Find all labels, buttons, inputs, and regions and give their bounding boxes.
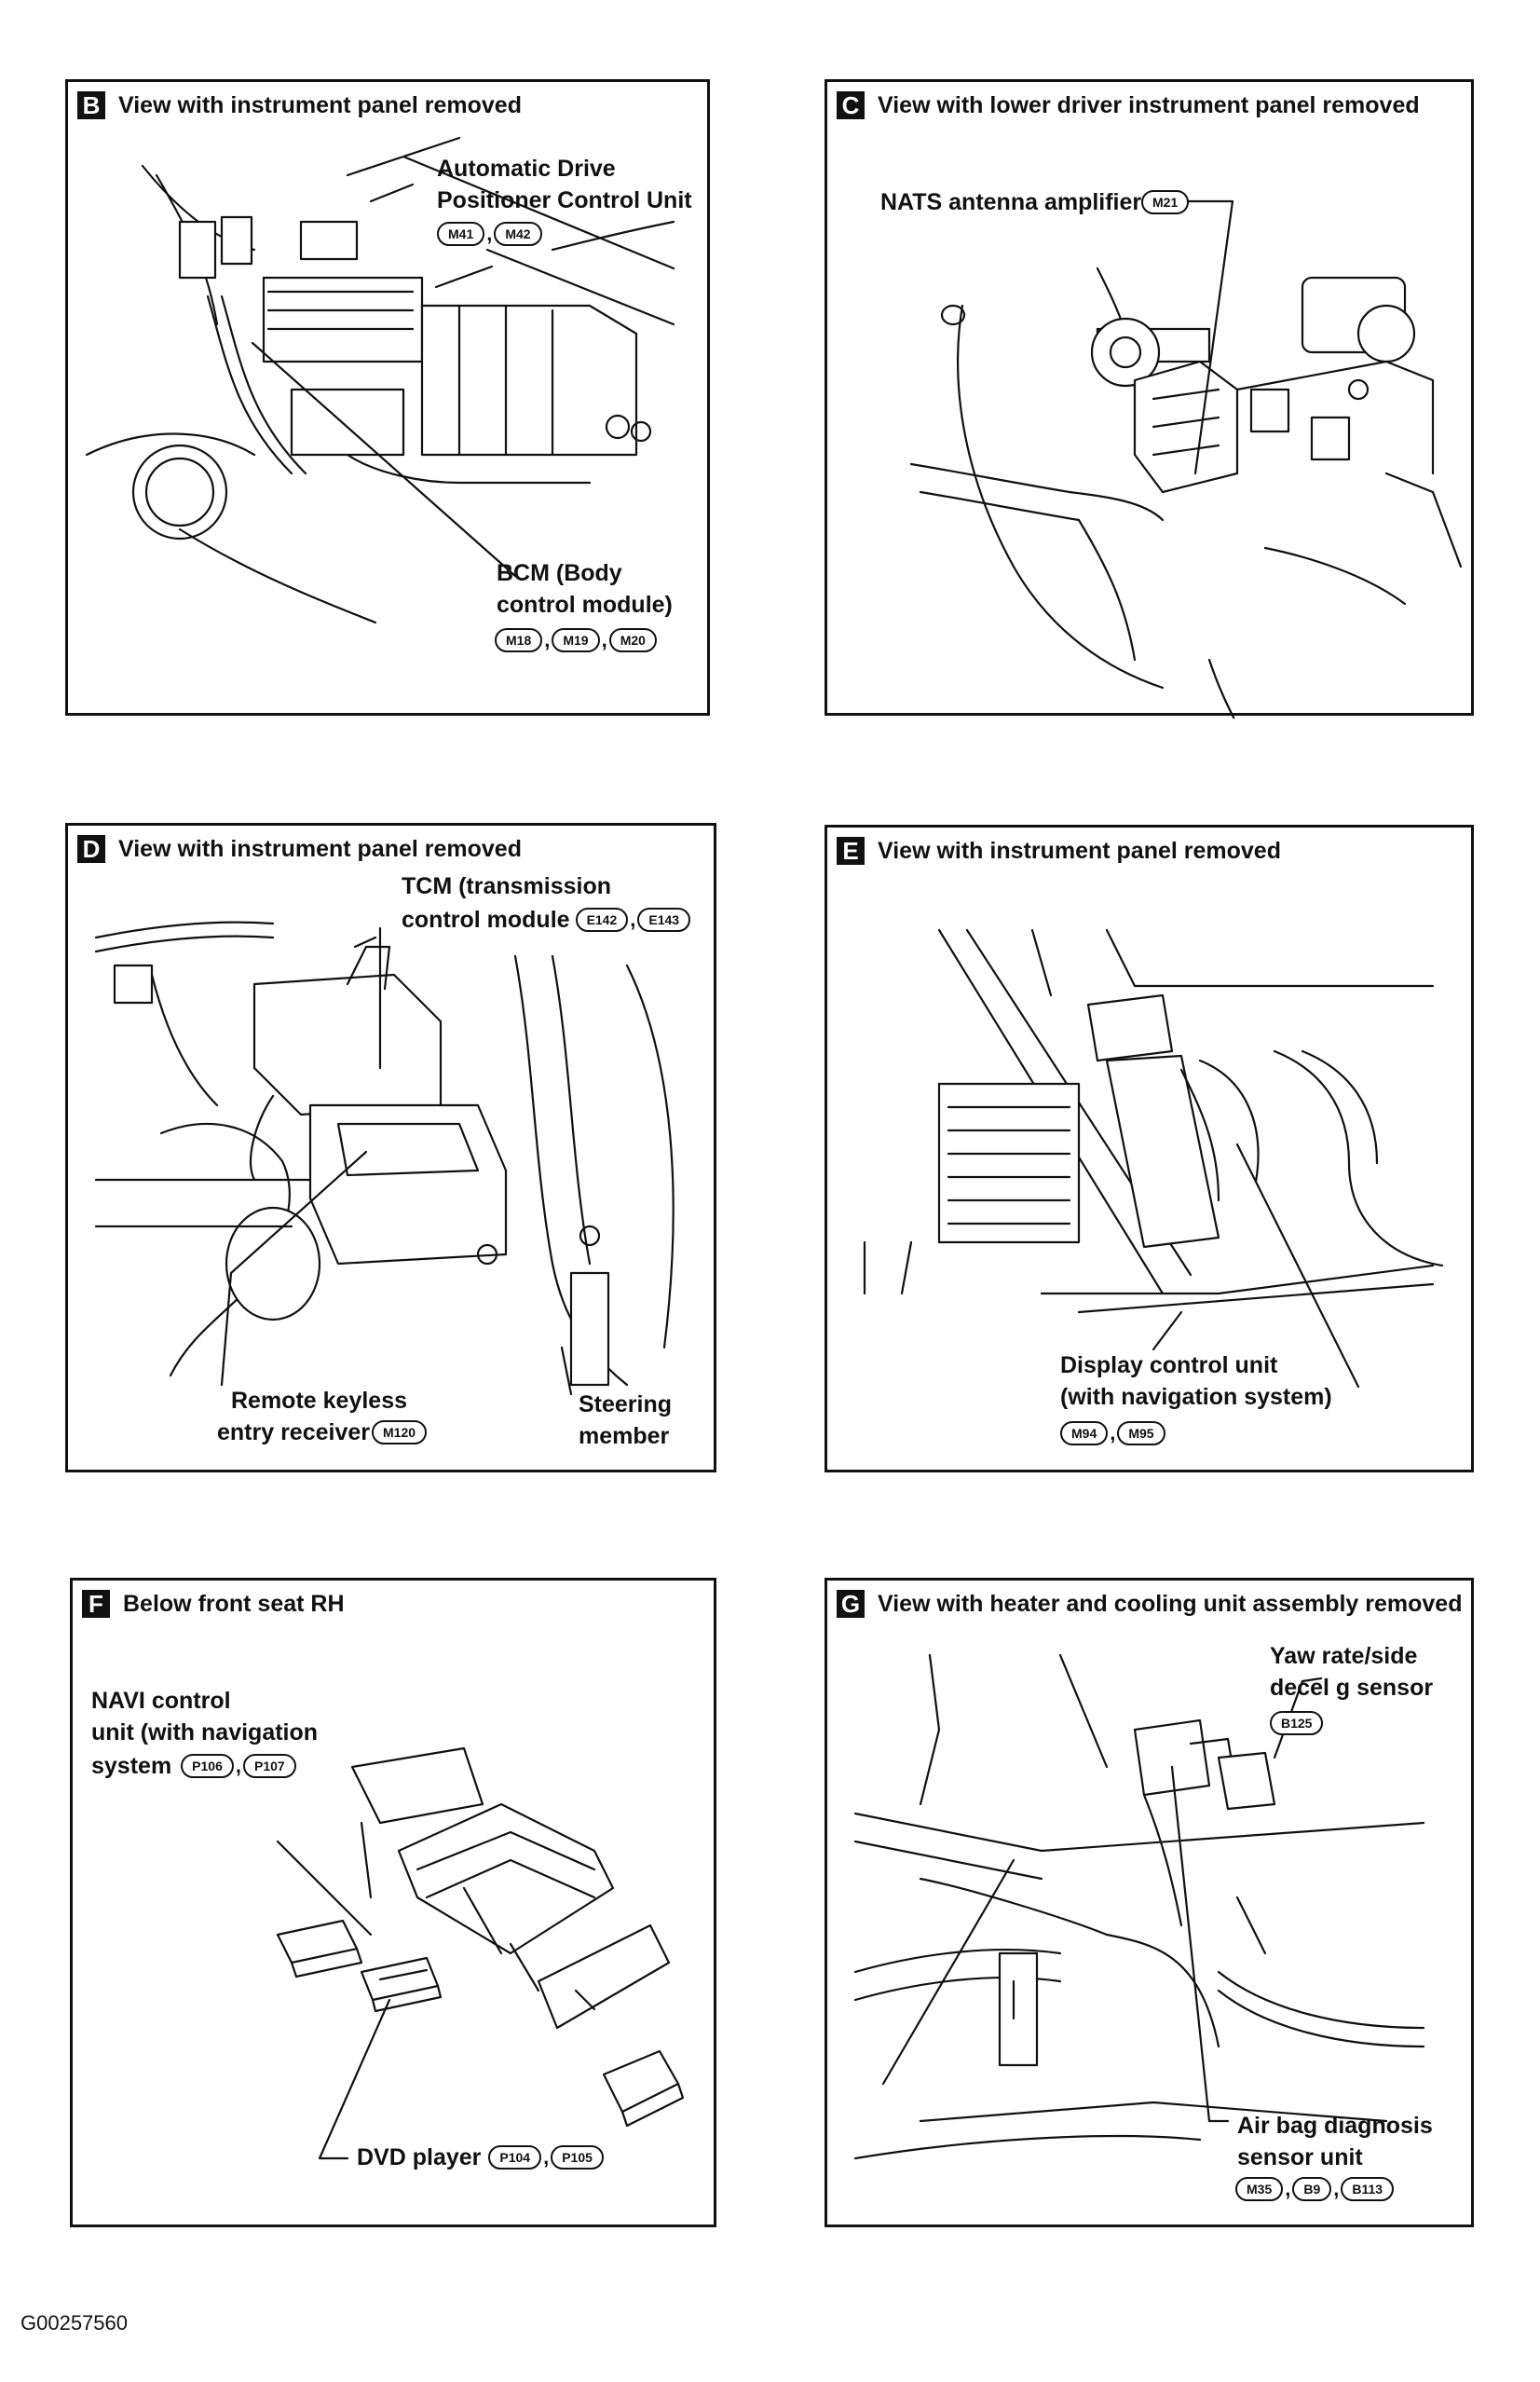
label-line: NATS antenna amplifier xyxy=(880,189,1142,215)
label-line: sensor unit xyxy=(1237,2144,1363,2170)
connector-tag: P105 xyxy=(551,2145,604,2170)
connector-group: M41 , M42 xyxy=(437,222,542,246)
label-line: Yaw rate/side xyxy=(1270,1643,1418,1669)
label-line: TCM (transmission xyxy=(402,873,612,899)
label-line: decel g sensor xyxy=(1270,1675,1434,1701)
yaw-rate-sensor-label: Yaw rate/side decel g sensor xyxy=(1270,1640,1433,1704)
connector-group: entry receiver M120 xyxy=(217,1417,428,1448)
label-line: control module) xyxy=(497,592,673,618)
bcm-label: BCM (Body control module) xyxy=(497,557,673,621)
panel-b: B View with instrument panel removed Aut… xyxy=(65,79,710,716)
connector-tag: M41 xyxy=(437,222,485,246)
label-line: unit (with navigation xyxy=(91,1719,319,1745)
connector-group: DVD player P104 , P105 xyxy=(357,2142,604,2173)
connector-tag: M18 xyxy=(495,628,543,652)
label-line: Air bag diagnosis xyxy=(1237,2113,1433,2139)
label-line: Automatic Drive xyxy=(437,156,616,182)
document-id: G00257560 xyxy=(20,2311,128,2334)
panel-header: F Below front seat RH xyxy=(82,1590,345,1618)
panel-letter-badge: D xyxy=(77,835,105,863)
connector-tag: M21 xyxy=(1141,190,1190,214)
label-line: Display control unit xyxy=(1060,1352,1278,1378)
steering-member-label: Steering member xyxy=(579,1389,672,1452)
connector-tag: P107 xyxy=(243,1754,296,1778)
connector-tag: M19 xyxy=(552,628,600,652)
panel-letter-badge: E xyxy=(837,837,865,865)
panel-header: D View with instrument panel removed xyxy=(77,835,522,863)
panel-title: Below front seat RH xyxy=(123,1590,345,1617)
panel-e: E View with instrument panel removed Dis… xyxy=(825,825,1474,1472)
display-control-label: Display control unit (with navigation sy… xyxy=(1060,1349,1332,1413)
seat-frame-illustration xyxy=(276,1746,685,2160)
label-line: Steering xyxy=(579,1391,673,1417)
label-line: BCM (Body xyxy=(497,560,622,586)
connector-group: system P106 , P107 xyxy=(91,1750,296,1782)
connector-tag: P106 xyxy=(181,1754,234,1778)
connector-tag: M120 xyxy=(372,1420,428,1444)
tcm-label: TCM (transmission xyxy=(402,870,611,902)
connector-group: M94 , M95 xyxy=(1060,1421,1165,1445)
connector-tag: M20 xyxy=(608,628,657,652)
panel-letter-badge: G xyxy=(837,1590,865,1618)
connector-tag: E142 xyxy=(575,908,629,932)
connector-tag: M94 xyxy=(1060,1421,1109,1445)
label-line: Positioner Control Unit xyxy=(437,187,692,213)
steering-column-illustration xyxy=(909,199,1463,719)
connector-tag: M42 xyxy=(494,222,542,246)
tcm-area-illustration xyxy=(94,921,675,1396)
sensor-area-illustration xyxy=(853,1653,1425,2160)
label-line: control module xyxy=(402,907,570,933)
label-line: member xyxy=(579,1423,670,1449)
automatic-drive-positioner-label: Automatic Drive Positioner Control Unit xyxy=(437,153,692,216)
panel-letter-badge: B xyxy=(77,91,105,119)
panel-title: View with heater and cooling unit assemb… xyxy=(878,1590,1463,1617)
dvd-player-label: DVD player xyxy=(357,2144,482,2170)
label-line: NAVI control xyxy=(91,1688,231,1714)
connector-group: control module E142 , E143 xyxy=(402,904,691,936)
panel-header: E View with instrument panel removed xyxy=(837,837,1281,865)
connector-tag: B125 xyxy=(1270,1711,1324,1735)
connector-tag: B113 xyxy=(1341,2177,1395,2201)
panel-title: View with instrument panel removed xyxy=(118,835,522,862)
panel-header: B View with instrument panel removed xyxy=(77,91,522,119)
panel-g: G View with heater and cooling unit asse… xyxy=(825,1578,1474,2227)
panel-header: C View with lower driver instrument pane… xyxy=(837,91,1420,119)
panel-c: C View with lower driver instrument pane… xyxy=(825,79,1474,719)
panel-d: D View with instrument panel removed TCM… xyxy=(65,823,716,1472)
panel-letter-badge: F xyxy=(82,1590,110,1618)
panel-title: View with instrument panel removed xyxy=(118,91,522,118)
connector-tag: M35 xyxy=(1235,2177,1284,2201)
connector-group: M21 xyxy=(1141,190,1190,214)
navi-control-label: NAVI control unit (with navigation xyxy=(91,1685,318,1748)
display-unit-illustration xyxy=(863,928,1444,1389)
panel-title: View with lower driver instrument panel … xyxy=(878,91,1420,118)
label-line: (with navigation system) xyxy=(1060,1384,1332,1410)
nats-antenna-label: NATS antenna amplifier xyxy=(880,186,1141,218)
remote-keyless-label: Remote keyless xyxy=(231,1385,407,1417)
connector-group: M35 , B9 , B113 xyxy=(1235,2177,1395,2201)
connector-tag: E143 xyxy=(637,908,691,932)
label-line: system xyxy=(91,1753,172,1779)
panel-header: G View with heater and cooling unit asse… xyxy=(837,1590,1462,1618)
airbag-sensor-label: Air bag diagnosis sensor unit xyxy=(1237,2110,1433,2173)
panel-f: F Below front seat RH NAVI control unit … xyxy=(70,1578,716,2227)
panel-title: View with instrument panel removed xyxy=(878,837,1281,864)
label-line: Remote keyless xyxy=(231,1388,408,1414)
label-line: entry receiver xyxy=(217,1419,371,1445)
connector-tag: P104 xyxy=(488,2145,542,2170)
connector-tag: B9 xyxy=(1292,2177,1332,2201)
panel-letter-badge: C xyxy=(837,91,865,119)
connector-tag: M95 xyxy=(1117,1421,1165,1445)
connector-group: B125 xyxy=(1270,1711,1324,1735)
connector-group: M18 , M19 , M20 xyxy=(495,628,657,652)
instrument-panel-illustration xyxy=(85,136,675,624)
